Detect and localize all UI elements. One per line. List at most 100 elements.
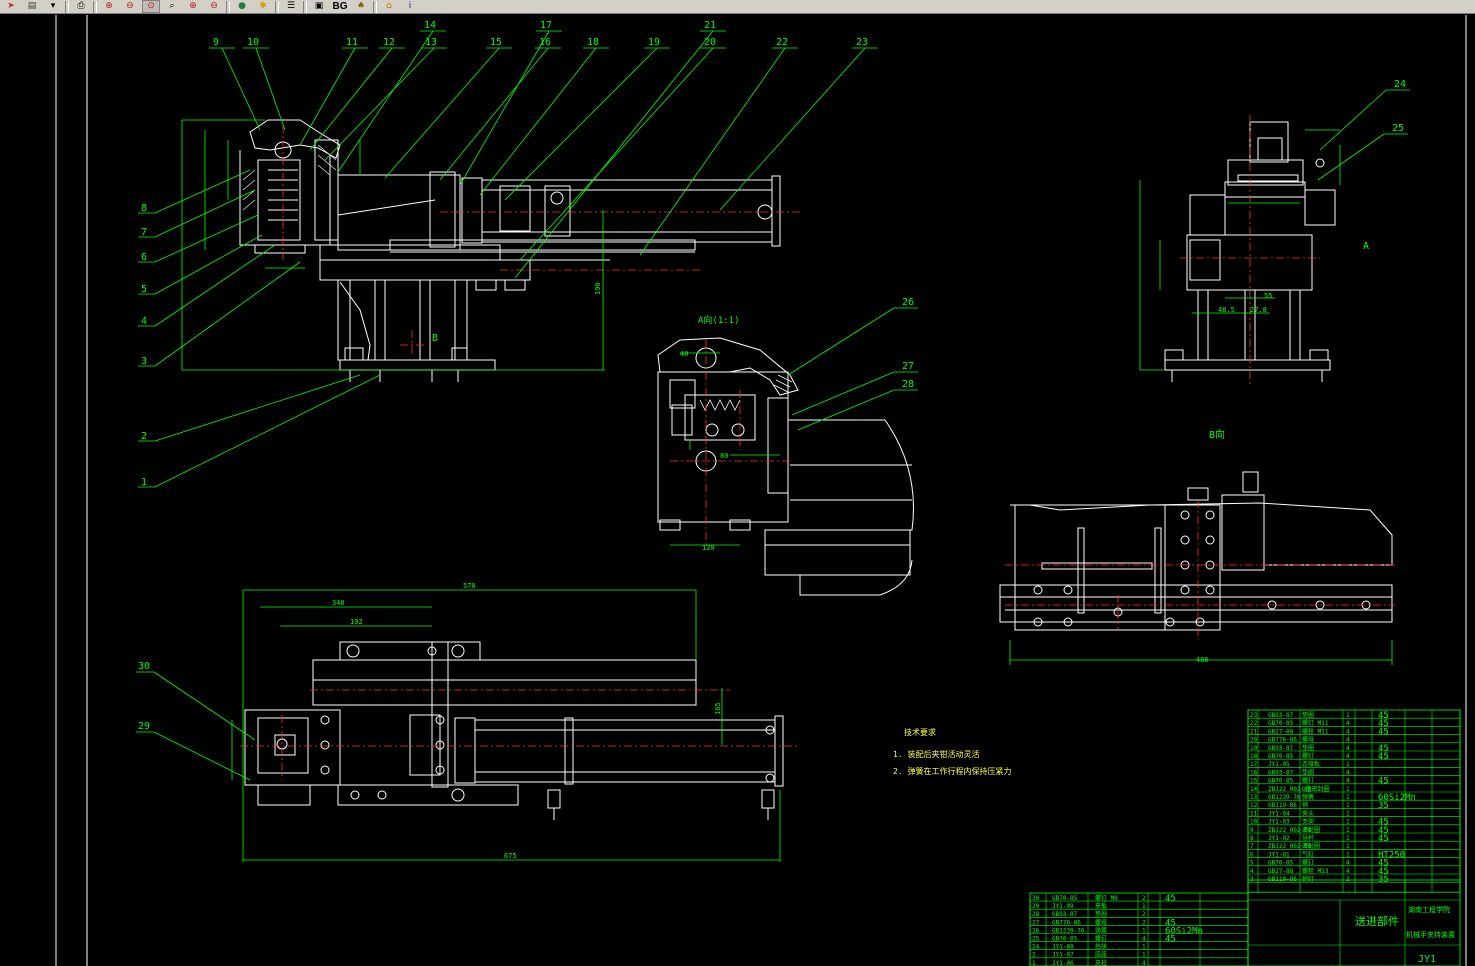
home-icon[interactable]: ⌂ xyxy=(386,1,392,11)
leader-line xyxy=(221,47,261,131)
bom-cell-code: JY1-05 xyxy=(1268,761,1290,768)
bom-cell-code: GB776-86 xyxy=(1052,919,1081,926)
toolbar-separator xyxy=(373,0,377,13)
zoom-window-icon[interactable]: ⊙ xyxy=(142,0,160,13)
bom-cell-name: 垫圈 xyxy=(1302,768,1314,776)
bom-cell-name: 螺钉 xyxy=(1095,935,1107,943)
bom-cell-name: 螺钉 xyxy=(1302,777,1314,785)
bom-cell-name: 挡块 xyxy=(1095,943,1107,951)
balloon-5: 5 xyxy=(141,284,147,295)
leader-line xyxy=(153,731,251,781)
bom-cell-name: 弹簧 xyxy=(1302,793,1314,801)
bom-cell-name: 气缸 xyxy=(1302,850,1314,858)
zoom-out-icon[interactable]: ⊖ xyxy=(126,1,134,11)
balloon-26: 26 xyxy=(902,297,914,308)
bom-cell-no: 22 xyxy=(1250,720,1258,727)
bom-cell-no: 5 xyxy=(1250,860,1254,867)
dimension-120: 120 xyxy=(702,544,715,552)
bom-cell-material: 60Si2Mn xyxy=(1165,926,1203,936)
balloon-1: 1 xyxy=(141,477,147,488)
bom-cell-material: 45 xyxy=(1378,711,1389,721)
leader-line xyxy=(479,47,597,196)
balloon-8: 8 xyxy=(141,203,147,214)
balloon-2: 2 xyxy=(141,431,147,442)
dropdown-arrow-icon[interactable]: ▾ xyxy=(50,1,56,11)
leader-line xyxy=(639,47,786,256)
leader-line xyxy=(337,30,434,173)
balloon-25: 25 xyxy=(1392,123,1404,134)
bom-cell-qty: 1 xyxy=(1346,786,1350,793)
bom-cell-no: 16 xyxy=(1250,769,1258,776)
bom-cell-code: GB93-87 xyxy=(1052,911,1078,918)
bom-cell-no: 10 xyxy=(1250,819,1258,826)
leader-line xyxy=(787,307,895,376)
zoom-in-icon[interactable]: ⊕ xyxy=(105,1,113,11)
bom-cell-code: GB93-87 xyxy=(1268,712,1294,719)
bom-cell-code: JY1-07 xyxy=(1052,952,1074,959)
leader-line xyxy=(154,261,301,367)
info-icon[interactable]: i xyxy=(408,1,412,11)
bom-cell-material: 60Si2Mn xyxy=(1378,793,1416,803)
bom-cell-material: 45 xyxy=(1165,918,1176,928)
bom-cell-qty: 4 xyxy=(1346,753,1350,760)
balloon-14: 14 xyxy=(424,20,436,31)
bg-button[interactable]: BG xyxy=(332,1,348,12)
bom-cell-qty: 1 xyxy=(1346,794,1350,801)
cad-drawing-canvas[interactable]: 8765432191011121315161819202122231714242… xyxy=(0,15,1475,966)
bom-cell-qty: 4 xyxy=(1346,778,1350,785)
zoom-realtime-icon[interactable]: ⌕ xyxy=(169,1,175,11)
toolbar-separator xyxy=(226,0,230,13)
copy-icon[interactable]: ▣ xyxy=(314,1,324,11)
open-file-icon[interactable]: ▤ xyxy=(27,1,37,11)
bom-cell-name: 垫圈 xyxy=(1302,744,1314,752)
zoom-previous-icon[interactable]: ⊖ xyxy=(210,1,218,11)
bom-cell-no: 6 xyxy=(1250,851,1254,858)
highlight-icon[interactable]: ✱ xyxy=(259,1,267,11)
bom-cell-no: 24 xyxy=(1032,944,1040,951)
balloon-6: 6 xyxy=(141,252,147,263)
bom-cell-no: 23 xyxy=(1250,712,1258,719)
top-view-centerlines xyxy=(240,689,800,780)
bom-cell-no: 29 xyxy=(1032,903,1040,910)
title-block-drawing-no: JY1 xyxy=(1418,954,1436,965)
a-view-label: A向(1:1) xyxy=(698,314,740,326)
zoom-extents-icon[interactable]: ⊕ xyxy=(189,1,197,11)
a-view xyxy=(657,337,914,596)
b-view xyxy=(999,471,1393,631)
layers-icon[interactable]: ☰ xyxy=(286,1,296,11)
bell-icon[interactable]: ♠ xyxy=(356,1,366,11)
bom-cell-name: 螺栓 M11 xyxy=(1302,727,1329,735)
bom-cell-material: 45 xyxy=(1378,777,1389,787)
dimension-40: 40 xyxy=(680,350,688,358)
bom-cell-name: 密封圈 xyxy=(1302,826,1320,834)
bom-cell-name: 螺钉 M11 xyxy=(1302,719,1329,727)
leader-line xyxy=(797,389,895,431)
balloon-7: 7 xyxy=(141,227,147,238)
balloon-30: 30 xyxy=(138,661,150,672)
bom-cell-no: 17 xyxy=(1250,761,1258,768)
print-icon[interactable]: ⎙ xyxy=(77,1,85,11)
arrow-tool-icon[interactable]: ➤ xyxy=(7,1,15,11)
bom-cell-qty: 1 xyxy=(1346,827,1350,834)
bom-cell-name: 连接板 xyxy=(1302,760,1320,768)
bom-cell-code: GB70-85 xyxy=(1268,778,1294,785)
bom-cell-code: JY1-06 xyxy=(1052,960,1074,966)
bom-cell-no: 13 xyxy=(1250,794,1258,801)
bom-cell-no: 28 xyxy=(1032,911,1040,918)
toolbar-separator xyxy=(303,0,307,13)
bom-cell-no: 9 xyxy=(1250,827,1254,834)
balloon-9: 9 xyxy=(213,37,219,48)
balloon-10: 10 xyxy=(247,37,259,48)
globe-icon[interactable]: ● xyxy=(238,1,246,11)
bom-cell-name: 螺母 xyxy=(1095,918,1107,926)
